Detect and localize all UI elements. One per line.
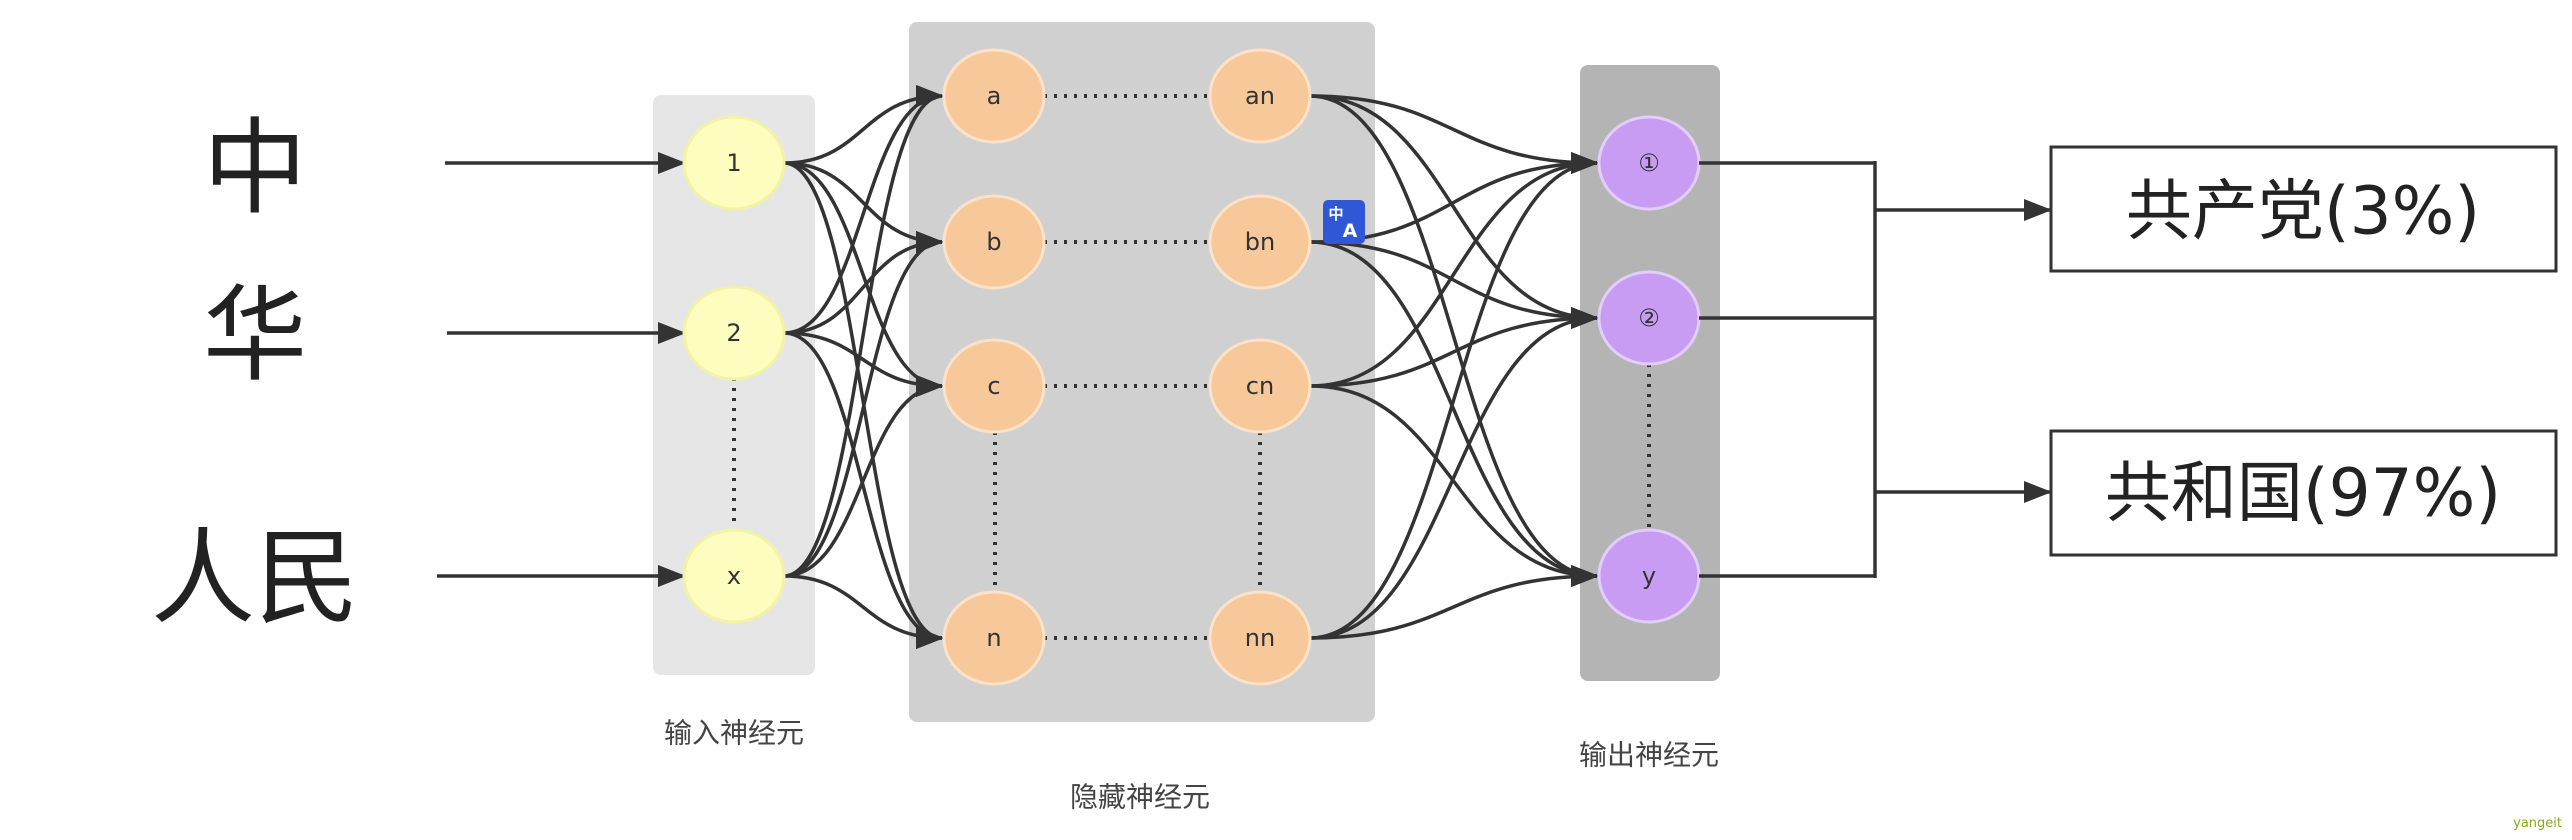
result-box-1: 共产党(3%) [2049, 145, 2558, 273]
translate-badge[interactable]: 中 A [1323, 200, 1365, 244]
hidden-neuron-b: b [942, 194, 1046, 290]
input-hidden-edge-2-1 [783, 231, 944, 578]
hidden-output-edge-3-1 [1309, 307, 1599, 640]
hidden-output-edge-0-0 [1309, 94, 1599, 174]
output-neuron-y-label: y [1642, 562, 1656, 590]
output-neuron-1: ① [1597, 115, 1701, 211]
hidden-output-edge-0-1 [1309, 94, 1599, 329]
input-hidden-edge-2-2 [783, 375, 944, 578]
hidden-output-edge-3-0 [1309, 152, 1599, 640]
input-word-hua: 华 [203, 274, 307, 396]
input-word-renmin: 人民 [151, 517, 359, 639]
input-word-zhong: 中 [203, 107, 307, 229]
output-bracket [1699, 161, 2052, 578]
hidden-layer-caption: 隐藏神经元 [1070, 781, 1210, 814]
input-layer-caption: 输入神经元 [664, 717, 804, 750]
hidden-neuron-bn: bn [1208, 194, 1312, 290]
input-hidden-edge-2-3 [783, 574, 944, 649]
hidden-neuron-nn-label: nn [1245, 624, 1275, 652]
hidden-neuron-n: n [942, 590, 1046, 686]
input-neuron-2: 2 [682, 285, 786, 381]
watermark: yangeit [2513, 816, 2562, 831]
input-layer-panel [653, 95, 815, 675]
hidden-neuron-an-label: an [1245, 82, 1275, 110]
hidden-neuron-a-label: a [987, 82, 1002, 110]
translate-badge-glyph: 中 [1328, 205, 1343, 223]
result-1-text: 共产党(3%) [2126, 173, 2480, 250]
input-hidden-edge-1-1 [783, 231, 944, 335]
hidden-neuron-b-label: b [986, 228, 1001, 256]
hidden-output-edge-2-0 [1309, 152, 1599, 388]
hidden-neuron-c: c [942, 338, 1046, 434]
result-2-text: 共和国(97%) [2105, 455, 2501, 532]
hidden-neuron-a: a [942, 48, 1046, 144]
input-neuron-2-label: 2 [726, 319, 741, 347]
input-hidden-edge-2-0 [783, 85, 944, 578]
input-neuron-1: 1 [682, 115, 786, 211]
output-layer-panel [1580, 65, 1720, 681]
hidden-neuron-nn: nn [1208, 590, 1312, 686]
connections [783, 85, 1599, 649]
output-neuron-2-label: ② [1638, 304, 1660, 332]
result-box-2: 共和国(97%) [2049, 429, 2558, 557]
hidden-neuron-cn-label: cn [1246, 372, 1274, 400]
input-neuron-1-label: 1 [726, 149, 741, 177]
input-neuron-x-label: x [727, 562, 741, 590]
hidden-neuron-n-label: n [986, 624, 1001, 652]
output-neuron-y: y [1597, 528, 1701, 624]
output-neuron-2: ② [1597, 270, 1701, 366]
hidden-neuron-c-label: c [987, 372, 1000, 400]
input-neuron-x: x [682, 528, 786, 624]
hidden-neuron-cn: cn [1208, 338, 1312, 434]
hidden-output-edge-3-2 [1309, 565, 1599, 640]
output-layer-caption: 输出神经元 [1579, 739, 1719, 772]
input-hidden-edge-0-1 [783, 161, 944, 253]
hidden-neuron-an: an [1208, 48, 1312, 144]
translate-badge-letter: A [1343, 220, 1358, 242]
hidden-output-edge-1-2 [1309, 240, 1599, 587]
input-hidden-edge-0-3 [783, 161, 944, 649]
input-hidden-edge-0-2 [783, 161, 944, 397]
output-neuron-1-label: ① [1638, 149, 1660, 177]
hidden-output-edge-2-1 [1309, 307, 1599, 388]
translate-icon[interactable] [1323, 200, 1365, 244]
input-hidden-edge-1-0 [783, 85, 944, 335]
hidden-output-edge-0-2 [1309, 94, 1599, 587]
hidden-output-edge-1-1 [1309, 240, 1599, 329]
hidden-neuron-bn-label: bn [1245, 228, 1275, 256]
